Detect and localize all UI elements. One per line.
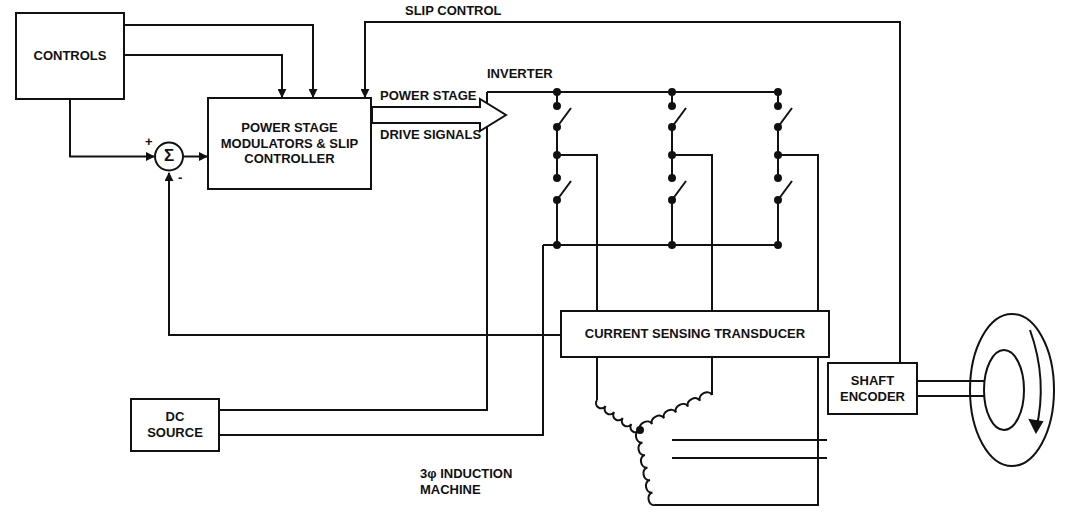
- modulator-box: POWER STAGE MODULATORS & SLIP CONTROLLER: [207, 97, 372, 190]
- rotation-arrow: [1030, 330, 1041, 430]
- inverter-leg: [669, 89, 712, 310]
- signal-connector: [184, 156, 207, 158]
- dc-rail: [543, 244, 778, 246]
- controls-box: CONTROLS: [15, 12, 125, 100]
- signal-connector: [125, 25, 313, 97]
- dc-wire: [220, 245, 543, 435]
- star-point: [637, 427, 643, 433]
- node-text: Σ: [164, 146, 174, 166]
- phase-wire: [596, 358, 598, 400]
- dc-source-box: DC SOURCE: [130, 398, 220, 452]
- part-label: 3φ INDUCTION MACHINE: [420, 466, 570, 497]
- inverter-leg: [554, 89, 597, 310]
- drive-signal-arrow: [372, 99, 506, 131]
- shaft: [918, 380, 985, 382]
- phase-wire: [711, 358, 713, 395]
- signal-connector: [70, 100, 154, 157]
- wheel-hub: [984, 350, 1024, 430]
- sign-label: +: [145, 134, 153, 150]
- inverter-leg: [775, 89, 818, 310]
- part-label: INVERTER: [487, 66, 553, 82]
- stator-winding: [596, 400, 640, 432]
- signal-connector: [125, 55, 282, 97]
- node-text: DC SOURCE: [138, 409, 212, 440]
- signal-label: DRIVE SIGNALS: [380, 127, 481, 143]
- node-text: CONTROLS: [34, 48, 107, 64]
- signal-connector: [169, 173, 560, 335]
- summing-junction: Σ: [154, 140, 184, 173]
- rotor-line: [672, 439, 827, 441]
- node-text: SHAFT ENCODER: [835, 373, 910, 404]
- rotor-line: [672, 457, 827, 459]
- phase-wire: [655, 358, 818, 505]
- transducer-box: CURRENT SENSING TRANSDUCER: [560, 310, 830, 358]
- signal-connector: [365, 22, 900, 362]
- wheel: [970, 314, 1054, 466]
- rotation-arrowhead: [1030, 420, 1042, 432]
- encoder-box: SHAFT ENCODER: [827, 362, 918, 415]
- signal-label: SLIP CONTROL: [405, 3, 502, 19]
- stator-winding: [640, 392, 712, 430]
- sign-label: -: [178, 170, 182, 186]
- node-text: POWER STAGE MODULATORS & SLIP CONTROLLER: [215, 120, 364, 167]
- dc-rail: [487, 91, 778, 93]
- node-text: CURRENT SENSING TRANSDUCER: [585, 326, 805, 342]
- shaft: [918, 395, 985, 397]
- stator-winding: [636, 430, 655, 505]
- signal-label: POWER STAGE: [380, 88, 477, 104]
